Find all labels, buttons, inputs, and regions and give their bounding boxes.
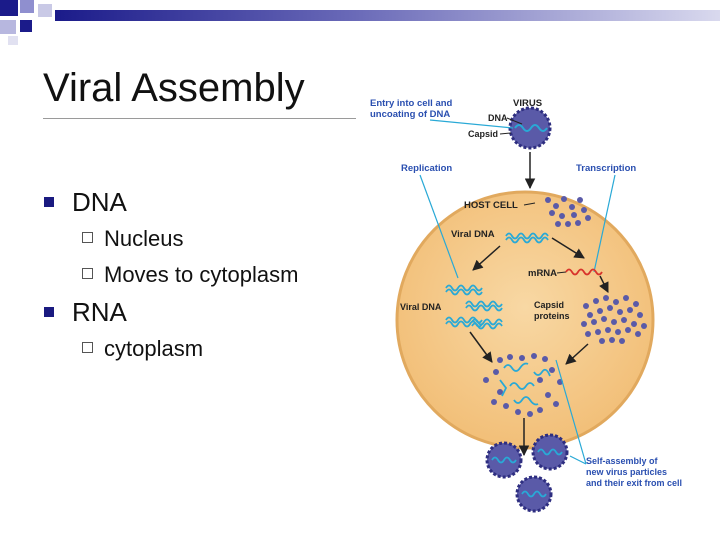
sub-bullet-nucleus: Nucleus — [82, 226, 184, 252]
title-gradient-bar — [55, 10, 720, 21]
bullet-rna: RNA — [44, 297, 127, 328]
label-capsid: Capsid — [468, 129, 498, 139]
sub-bullet-cytoplasm: cytoplasm — [82, 336, 204, 362]
label-self-assembly-line-1: Self-assembly of — [586, 456, 659, 466]
exiting-virus-icon — [531, 433, 569, 471]
label-mrna: mRNA — [528, 268, 557, 279]
label-self-assembly-line-2: new virus particles — [586, 467, 667, 477]
label-transcription: Transcription — [576, 163, 636, 174]
sub-bullet-moves-to-cytoplasm: Moves to cytoplasm — [82, 262, 299, 288]
hollow-square-bullet-icon — [82, 268, 93, 279]
assembling-virus-particles — [483, 353, 563, 417]
label-dna: DNA — [488, 113, 508, 123]
label-viral-dna-top: Viral DNA — [451, 229, 495, 240]
slide-title: Viral Assembly — [43, 66, 305, 110]
capsid-protein-cluster-top — [545, 196, 591, 227]
bullet-text: RNA — [72, 297, 127, 327]
sub-bullet-text: cytoplasm — [104, 336, 204, 361]
label-capsid-proteins-line-2: proteins — [534, 311, 570, 321]
label-replication: Replication — [401, 163, 452, 174]
bullet-text: DNA — [72, 187, 127, 217]
title-underline — [43, 118, 356, 119]
exiting-virus-icon — [515, 475, 553, 513]
viral-dna-strands — [445, 284, 503, 330]
bullet-dna: DNA — [44, 187, 127, 218]
label-capsid-proteins-line-1: Capsid — [534, 300, 564, 310]
square-bullet-icon — [44, 307, 54, 317]
virus-particle-icon — [508, 106, 552, 150]
label-entry-line-1: Entry into cell and — [370, 98, 453, 109]
label-virus: VIRUS — [513, 98, 542, 109]
hollow-square-bullet-icon — [82, 232, 93, 243]
sub-bullet-text: Nucleus — [104, 226, 184, 251]
corner-decoration — [0, 0, 60, 45]
label-host-cell: HOST CELL — [464, 200, 518, 211]
label-entry-line-2: uncoating of DNA — [370, 109, 450, 120]
label-viral-dna-left: Viral DNA — [400, 302, 442, 312]
hollow-square-bullet-icon — [82, 342, 93, 353]
viral-replication-diagram: Entry into cell and uncoating of DNA VIR… — [370, 98, 682, 513]
capsid-protein-cluster — [581, 295, 647, 344]
sub-bullet-text: Moves to cytoplasm — [104, 262, 299, 287]
exiting-virus-icon — [485, 441, 523, 479]
label-self-assembly-line-3: and their exit from cell — [586, 478, 682, 488]
square-bullet-icon — [44, 197, 54, 207]
